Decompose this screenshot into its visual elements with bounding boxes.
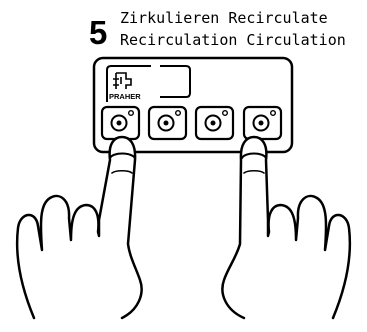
step-number: 5 [89,14,107,51]
right-hand-icon [222,137,349,318]
button-3[interactable] [196,107,233,139]
button-dot-icon [164,121,169,126]
display-window [160,66,190,97]
button-1[interactable] [102,107,139,139]
button-dot-icon [117,121,122,126]
caption-line-2: Recirculation Circulation [120,31,346,49]
button-4[interactable] [244,107,281,139]
caption-line-1: Zirkulieren Recirculate [120,9,328,27]
button-dot-icon [259,121,264,126]
praher-logo-icon [113,73,131,89]
left-hand-icon [17,137,141,318]
brand-label: PRAHER [109,92,141,101]
button-2[interactable] [149,107,186,139]
praher-logo: PRAHER [107,66,151,102]
button-dot-icon [211,121,216,126]
